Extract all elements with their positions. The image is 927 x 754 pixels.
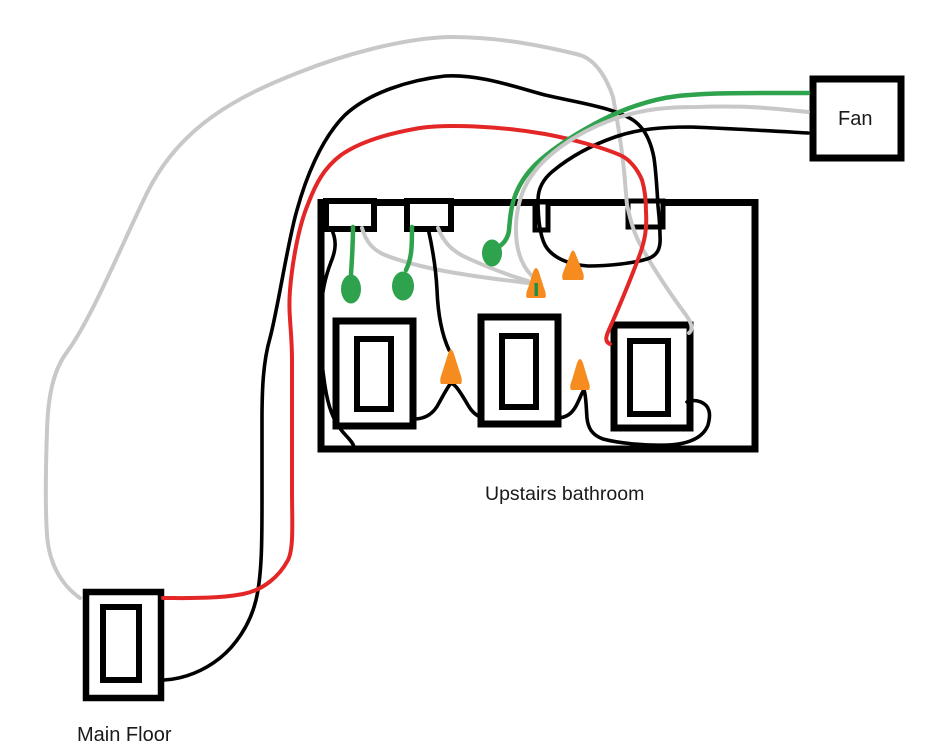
- wire-green-box-to-fan: [492, 90, 811, 252]
- wire-green-knockout1-to-nut: [348, 224, 356, 277]
- wire-red-main-floor-to-box: [161, 124, 649, 601]
- switch-1-toggle: [354, 336, 394, 412]
- wire-black-switch2-switch3: [557, 388, 712, 447]
- wire-gray-box-to-fan: [514, 104, 810, 278]
- main-floor-label: Main Floor: [77, 724, 172, 746]
- orange-wire-nut-1-green-tip: [534, 283, 538, 296]
- orange-wire-nut-4: [570, 359, 590, 390]
- bathroom-label: Upstairs bathroom: [485, 483, 644, 505]
- orange-wire-nut-3: [440, 349, 462, 384]
- switch-3-toggle: [627, 338, 671, 417]
- wire-gray-knockout1-to-nut: [360, 226, 531, 285]
- green-wire-nut-1: [341, 274, 361, 304]
- wire-black-knockout1-down: [318, 226, 356, 452]
- fan-label: Fan: [838, 108, 872, 130]
- switch-2-toggle: [499, 333, 539, 410]
- wire-gray-knockout2-to-nut: [436, 226, 530, 283]
- orange-wire-nut-2: [562, 250, 584, 280]
- fan-box-outline: [809, 75, 905, 162]
- wire-black-main-floor-to-fan: [162, 74, 810, 682]
- knockout-2: [404, 198, 454, 232]
- wire-black-knockout2-to-nut: [426, 226, 451, 352]
- wire-gray-main-floor-to-box: [43, 35, 694, 600]
- knockout-1: [323, 198, 377, 232]
- wire-green-knockout2-to-nut: [403, 224, 415, 273]
- green-wire-nut-2: [392, 271, 414, 301]
- green-wire-nut-3: [482, 239, 502, 267]
- main-floor-switch-toggle: [100, 604, 142, 683]
